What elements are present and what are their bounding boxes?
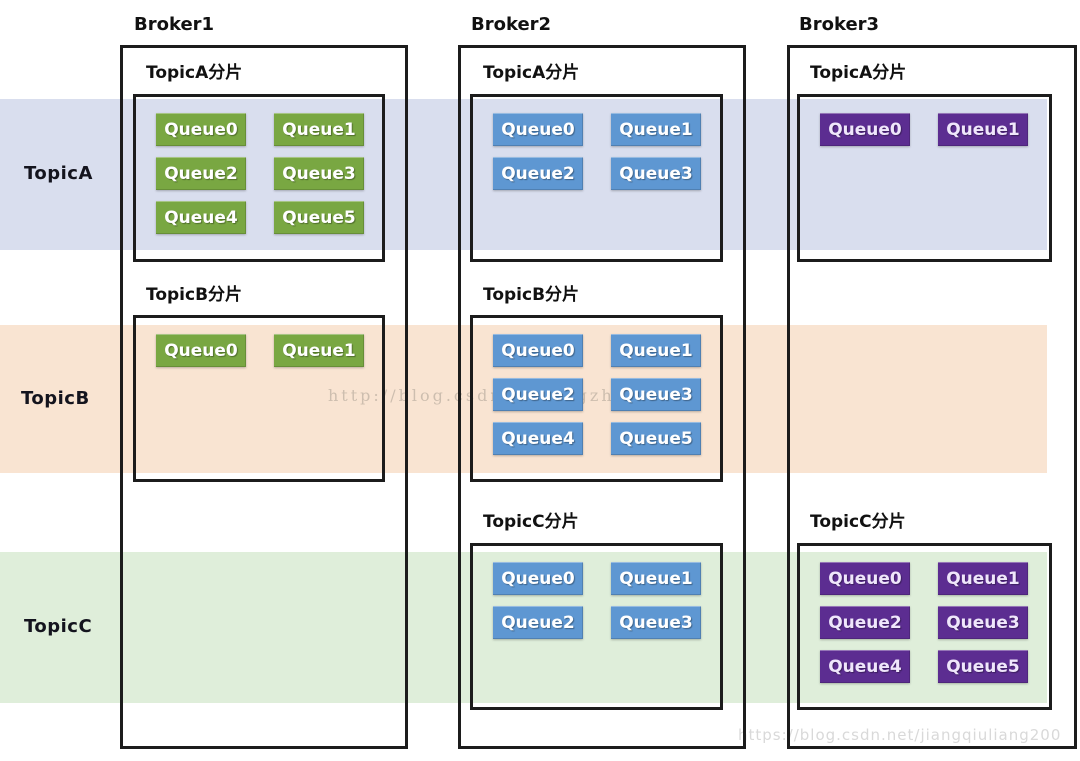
topic-b-row-label: TopicB xyxy=(21,388,90,409)
queue-grid: Queue0 Queue1 xyxy=(136,318,382,479)
broker2-topic-c-shard-label: TopicC分片 xyxy=(483,512,579,532)
queue-grid: Queue0 Queue1 Queue2 Queue3 xyxy=(473,97,720,259)
queue-chip: Queue1 xyxy=(938,113,1028,146)
broker1-topic-a-shard-label: TopicA分片 xyxy=(146,63,243,83)
broker1-box xyxy=(120,45,408,749)
queue-chip: Queue1 xyxy=(611,562,701,595)
topic-a-row-label: TopicA xyxy=(24,163,93,184)
queue-chip: Queue1 xyxy=(611,113,701,146)
broker1-title: Broker1 xyxy=(134,14,215,35)
topic-c-row-label: TopicC xyxy=(24,616,93,637)
queue-chip: Queue2 xyxy=(493,378,583,411)
broker3-title: Broker3 xyxy=(799,14,880,35)
queue-grid: Queue0 Queue1 xyxy=(800,97,1049,259)
queue-chip: Queue0 xyxy=(156,334,246,367)
queue-chip: Queue4 xyxy=(493,422,583,455)
queue-chip: Queue3 xyxy=(274,157,364,190)
queue-chip: Queue4 xyxy=(156,201,246,234)
queue-chip: Queue0 xyxy=(493,562,583,595)
broker1-topic-a-shard-box: Queue0 Queue1 Queue2 Queue3 Queue4 Queue… xyxy=(133,94,385,262)
broker2-title: Broker2 xyxy=(471,14,552,35)
queue-grid: Queue0 Queue1 Queue2 Queue3 xyxy=(473,546,720,707)
queue-chip: Queue1 xyxy=(938,562,1028,595)
queue-chip: Queue5 xyxy=(611,422,701,455)
queue-chip: Queue0 xyxy=(156,113,246,146)
broker2-topic-b-shard-label: TopicB分片 xyxy=(483,285,580,305)
broker3-topic-c-shard-label: TopicC分片 xyxy=(810,512,906,532)
broker2-topic-a-shard-box: Queue0 Queue1 Queue2 Queue3 xyxy=(470,94,723,262)
broker2-topic-c-shard-box: Queue0 Queue1 Queue2 Queue3 xyxy=(470,543,723,710)
bottom-right-watermark: https://blog.csdn.net/jiangqiuliang200 xyxy=(738,726,1062,744)
queue-chip: Queue3 xyxy=(611,378,701,411)
queue-chip: Queue1 xyxy=(611,334,701,367)
queue-chip: Queue4 xyxy=(820,650,910,683)
queue-chip: Queue3 xyxy=(611,157,701,190)
queue-chip: Queue2 xyxy=(156,157,246,190)
broker3-topic-a-shard-label: TopicA分片 xyxy=(810,63,907,83)
broker3-box xyxy=(787,45,1077,749)
queue-grid: Queue0 Queue1 Queue2 Queue3 Queue4 Queue… xyxy=(136,97,382,259)
queue-grid: Queue0 Queue1 Queue2 Queue3 Queue4 Queue… xyxy=(473,318,720,479)
queue-chip: Queue0 xyxy=(820,113,910,146)
queue-chip: Queue0 xyxy=(820,562,910,595)
broker1-topic-b-shard-box: Queue0 Queue1 xyxy=(133,315,385,482)
queue-chip: Queue5 xyxy=(938,650,1028,683)
queue-chip: Queue2 xyxy=(820,606,910,639)
broker1-topic-b-shard-label: TopicB分片 xyxy=(146,285,243,305)
broker3-topic-a-shard-box: Queue0 Queue1 xyxy=(797,94,1052,262)
queue-grid: Queue0 Queue1 Queue2 Queue3 Queue4 Queue… xyxy=(800,546,1049,707)
queue-chip: Queue2 xyxy=(493,606,583,639)
queue-chip: Queue1 xyxy=(274,334,364,367)
queue-chip: Queue1 xyxy=(274,113,364,146)
broker2-topic-b-shard-box: Queue0 Queue1 Queue2 Queue3 Queue4 Queue… xyxy=(470,315,723,482)
broker2-box xyxy=(458,45,746,749)
queue-chip: Queue5 xyxy=(274,201,364,234)
queue-chip: Queue0 xyxy=(493,334,583,367)
queue-chip: Queue2 xyxy=(493,157,583,190)
queue-chip: Queue3 xyxy=(938,606,1028,639)
queue-chip: Queue3 xyxy=(611,606,701,639)
queue-chip: Queue0 xyxy=(493,113,583,146)
broker2-topic-a-shard-label: TopicA分片 xyxy=(483,63,580,83)
broker3-topic-c-shard-box: Queue0 Queue1 Queue2 Queue3 Queue4 Queue… xyxy=(797,543,1052,710)
